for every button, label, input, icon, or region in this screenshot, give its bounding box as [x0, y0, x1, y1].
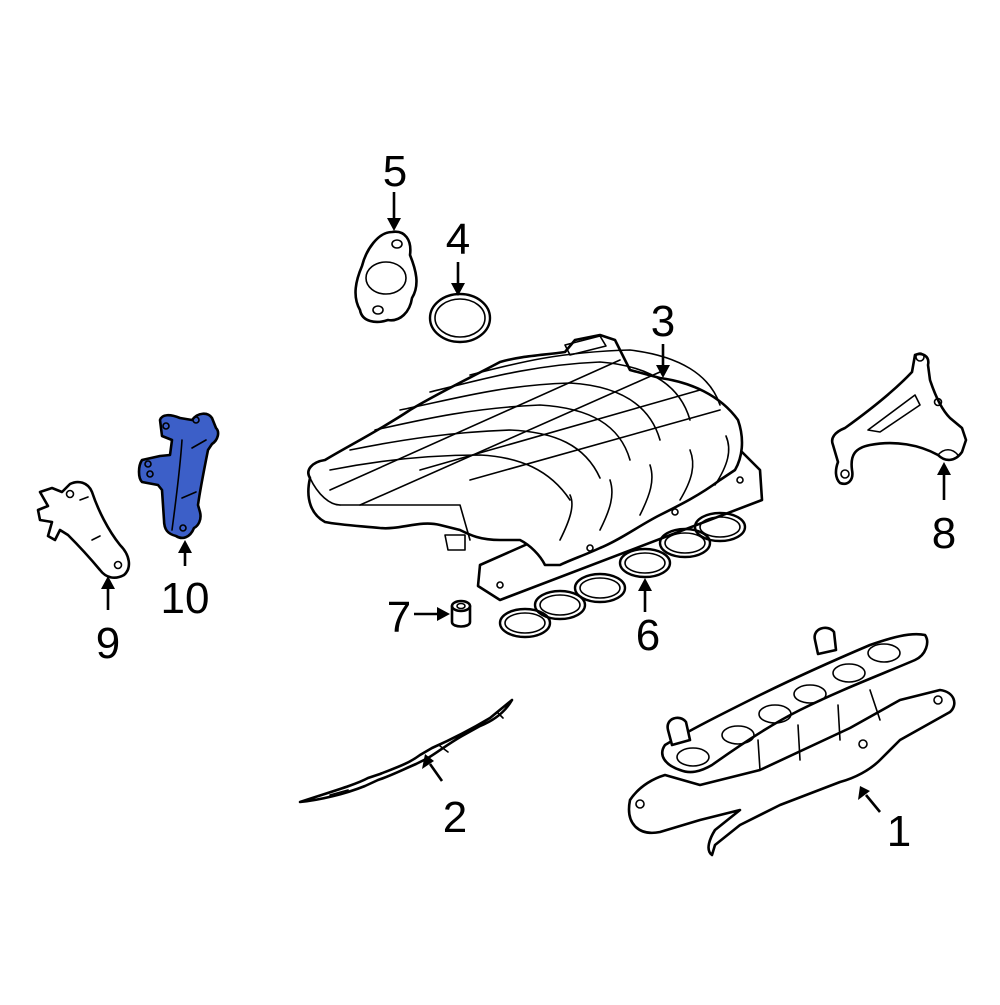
callout-4: 4	[445, 215, 471, 264]
arrow-1	[858, 786, 882, 813]
callout-3: 3	[650, 297, 676, 346]
part-1-lower-intake-manifold[interactable]	[627, 626, 956, 857]
arrow-4	[451, 262, 465, 296]
arrow-9	[101, 576, 115, 610]
part-6-intake-gasket[interactable]	[498, 511, 747, 639]
callout-6: 6	[635, 611, 661, 660]
arrow-3	[656, 344, 670, 378]
arrow-2	[422, 754, 444, 782]
arrow-10	[178, 540, 192, 566]
callout-7: 7	[386, 593, 412, 642]
part-9-bracket[interactable]	[36, 480, 131, 580]
callout-5: 5	[382, 147, 408, 196]
part-8-support-bracket[interactable]	[830, 352, 968, 486]
arrow-7	[414, 607, 450, 621]
arrow-8	[937, 462, 951, 500]
part-3-upper-intake-manifold[interactable]	[307, 333, 764, 602]
callout-10: 10	[160, 574, 210, 623]
callout-9: 9	[95, 619, 121, 668]
callout-2: 2	[442, 793, 468, 842]
part-5-flange-gasket[interactable]	[354, 230, 418, 324]
callout-1: 1	[886, 807, 912, 856]
callout-8: 8	[931, 509, 957, 558]
part-10-support-bracket[interactable]	[137, 412, 220, 540]
part-4-o-ring[interactable]	[428, 292, 492, 344]
arrow-5	[387, 192, 401, 231]
part-2-gasket-strip[interactable]	[298, 698, 514, 804]
arrow-6	[638, 578, 652, 612]
part-7-spacer[interactable]	[450, 599, 472, 628]
